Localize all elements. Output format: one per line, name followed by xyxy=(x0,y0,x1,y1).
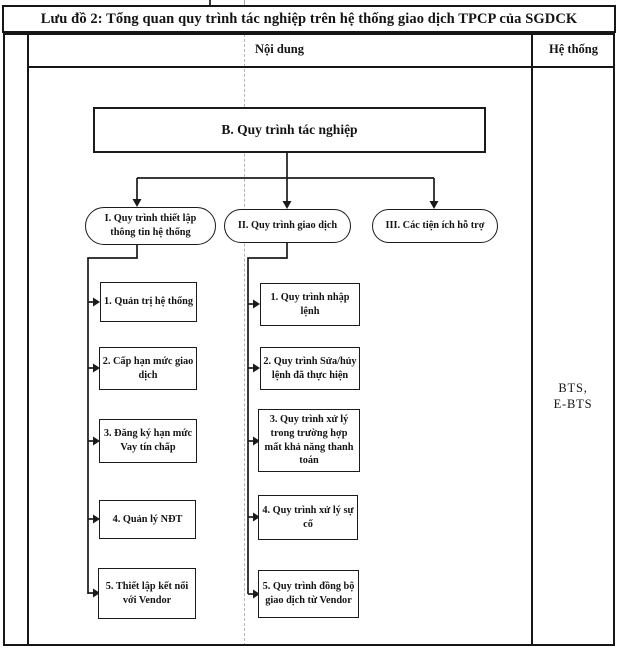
table-outline xyxy=(3,33,615,646)
page-fold-line-artifact xyxy=(244,34,245,646)
branch-pill-i-system-setup: I. Quy trình thiết lập thông tin hệ thốn… xyxy=(85,207,216,245)
scan-tick-artifact xyxy=(209,0,211,7)
branch-ii-item-2: 2. Quy trình Sửa/hủy lệnh đã thực hiện xyxy=(260,347,360,390)
system-value: BTS, E-BTS xyxy=(553,381,593,411)
branch-pill-iii-utilities: III. Các tiện ích hỗ trợ xyxy=(372,209,498,243)
branch-ii-item-4: 4. Quy trình xử lý sự cố xyxy=(258,495,358,540)
system-column-header: Hệ thống xyxy=(549,42,598,56)
left-margin-divider xyxy=(27,35,29,644)
branch-i-item-1: 1. Quản trị hệ thống xyxy=(100,282,197,322)
branch-i-item-2: 2. Cấp hạn mức giao dịch xyxy=(99,347,197,390)
header-underline xyxy=(28,66,614,68)
branch-i-item-3: 3. Đăng ký hạn mức Vay tín chấp xyxy=(99,419,197,463)
root-process-box: B. Quy trình tác nghiệp xyxy=(93,107,486,153)
branch-ii-item-1: 1. Quy trình nhập lệnh xyxy=(260,283,360,326)
system-column-divider xyxy=(531,35,533,644)
figure-title: Lưu đồ 2: Tổng quan quy trình tác nghiệp… xyxy=(2,5,616,33)
branch-i-item-5: 5. Thiết lập kết nối với Vendor xyxy=(98,568,196,619)
branch-ii-item-3: 3. Quy trình xử lý trong trường hợp mất … xyxy=(258,409,360,472)
branch-i-item-4: 4. Quản lý NĐT xyxy=(99,500,196,539)
branch-pill-ii-trading: II. Quy trình giao dịch xyxy=(224,209,351,243)
content-column-header: Nội dung xyxy=(255,42,304,56)
branch-ii-item-5: 5. Quy trình đồng bộ giao dịch từ Vendor xyxy=(258,570,359,618)
